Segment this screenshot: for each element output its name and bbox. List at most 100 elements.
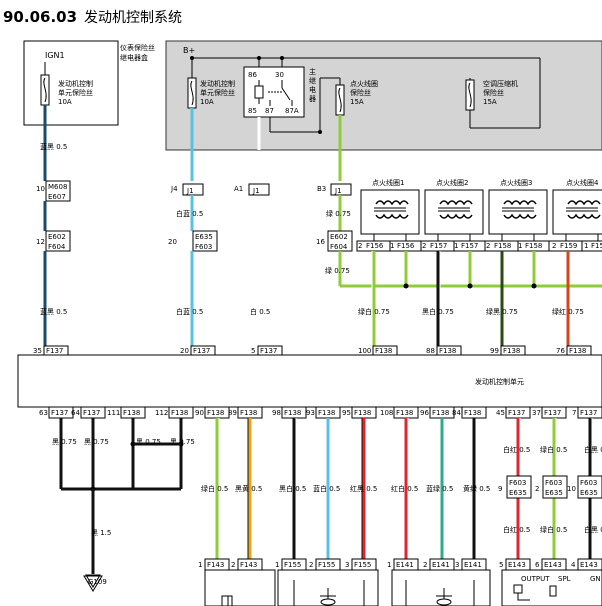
wire-label-bluebk-2: 蓝黑 0.5: [40, 307, 67, 316]
ecu-bottom-pin-num: 98: [272, 409, 281, 417]
component-pin-num: 2: [423, 561, 427, 569]
component-pin-num: 6: [535, 561, 540, 569]
wire-label-gnd2: 黑 0.75: [84, 438, 109, 446]
ecu-top-pin-num: 99: [490, 347, 499, 355]
coil2-pin-1: 1: [454, 242, 458, 250]
coil4-label: 点火线圈4: [566, 178, 599, 187]
wire-label-w37b: 绿白 0.5: [540, 525, 567, 534]
ign-fuse-box: [23, 40, 119, 126]
wire-label-gnd4: 黑 0.75: [170, 438, 195, 446]
split2-a: F603: [545, 479, 562, 487]
component-pin-conn: F155: [354, 561, 371, 569]
ignition-coils: 点火线圈1 点火线圈2 点火线圈3 点火线圈4: [372, 178, 599, 187]
coil3-pin-1: 1: [518, 242, 522, 250]
component-pin-conn: E141: [464, 561, 482, 569]
ecu-top-pin-conn: F137: [260, 347, 277, 355]
fuse-ac-name-2: 保险丝: [483, 88, 504, 97]
bplus-label: B+: [183, 46, 195, 55]
conn-c2-a: E602: [48, 233, 66, 241]
split3-pin: 10: [567, 485, 576, 493]
ecu-top-pin-conn: F138: [439, 347, 456, 355]
conn-c1-a: M608: [48, 183, 67, 191]
output-label: OUTPUT: [521, 575, 550, 583]
spl-label: SPL: [558, 575, 571, 583]
coil3-conn-a: F158: [494, 242, 511, 250]
ecu-top-pin-conn: F138: [375, 347, 392, 355]
relay-label-4: 器: [309, 95, 316, 103]
component-pin-num: 4: [571, 561, 576, 569]
fuse-box-label-1: 仪表保险丝: [120, 43, 155, 52]
relay-pin-86: 86: [248, 71, 257, 79]
conn-a1-box: J1: [252, 187, 260, 195]
relay-label-1: 主: [309, 67, 316, 76]
fuse-box-label-2: 继电器盒: [120, 53, 148, 62]
component-pin-num: 3: [345, 561, 349, 569]
relay-pin-87a: 87A: [285, 107, 299, 115]
ecu-bottom-pin-conn: F138: [240, 409, 257, 417]
wire-label-w93: 蓝白 0.5: [313, 484, 340, 493]
coil1-symbol: [360, 189, 420, 235]
page-title: 发动机控制系统: [84, 10, 182, 26]
ecu-top-pin-num: 20: [180, 347, 189, 355]
engine-control-unit: [17, 354, 602, 408]
ecu-bottom-pin-num: 96: [420, 409, 429, 417]
component-pin-num: 2: [309, 561, 313, 569]
ecu-bottom-pin-conn: F138: [284, 409, 301, 417]
ground-symbol: [85, 574, 101, 588]
coil3-pin-2: 2: [486, 242, 490, 250]
coil4-conn-b-box: [581, 240, 602, 252]
wire-label-coil3: 绿黑 0.75: [486, 307, 518, 316]
fuse-ecu-name-2: 单元保险丝: [200, 88, 235, 97]
ecu-bottom-pin-num: 84: [452, 409, 461, 417]
ecu-top-pin-conn: F137: [193, 347, 210, 355]
coil4-symbol: [552, 189, 602, 235]
wire-label-w95: 红黑 0.5: [350, 484, 377, 493]
wire-label-gnd-main: 黑 1.5: [91, 529, 111, 537]
conn-c3-pin: 20: [168, 238, 177, 246]
ecu-bottom-pin-num: 89: [228, 409, 237, 417]
coil2-pin-2: 2: [422, 242, 426, 250]
coil1-label: 点火线圈1: [372, 178, 404, 187]
ground-point-label: G109: [88, 578, 107, 586]
ecu-bottom-pin-num: 108: [380, 409, 393, 417]
fuse-ign-name-2: 单元保险丝: [58, 88, 93, 97]
split1-b: E635: [509, 489, 527, 497]
fuse-coil-rating: 15A: [350, 98, 364, 106]
sensor-f143: [204, 569, 276, 606]
wire-label-w37a: 绿白 0.5: [540, 445, 567, 454]
coil3-label: 点火线圈3: [500, 178, 532, 187]
ecu-top-pin-num: 88: [426, 347, 435, 355]
ecu-top-pin-conn: F138: [569, 347, 586, 355]
component-pin-num: 1: [387, 561, 391, 569]
conn-c2-b: F604: [48, 243, 66, 251]
ecu-bottom-pin-conn: F138: [432, 409, 449, 417]
ecu-top-pin-conn: F137: [46, 347, 63, 355]
coil4-conn-b: F159: [591, 242, 602, 250]
ecu-bottom-pin-num: 112: [155, 409, 168, 417]
wire-label-green-1: 绿 0.75: [326, 209, 351, 218]
ecu-label: 发动机控制单元: [475, 377, 524, 386]
ecu-bottom-pin-num: 64: [71, 409, 80, 417]
ecu-bottom-pin-conn: F138: [354, 409, 371, 417]
wire-label-w108: 红白 0.5: [391, 484, 418, 493]
component-pin-conn: F143: [207, 561, 224, 569]
split-conn-1: [506, 475, 532, 499]
fuse-coil-name-2: 保险丝: [350, 88, 371, 97]
split3-a: F603: [580, 479, 597, 487]
relay-pin-87: 87: [265, 107, 274, 115]
ecu-bottom-pin-conn: F137: [508, 409, 525, 417]
coil1-pin-2: 2: [358, 242, 362, 250]
coil4-conn-a: F159: [560, 242, 577, 250]
component-pin-conn: F143: [240, 561, 257, 569]
conn-j4-pin: J4: [170, 185, 178, 193]
ecu-bottom-pin-num: 90: [195, 409, 204, 417]
split1-pin: 9: [498, 485, 502, 493]
component-pin-conn: E143: [544, 561, 562, 569]
ecu-bottom-pin-conn: F138: [171, 409, 188, 417]
coil1-pin-1: 1: [390, 242, 394, 250]
ecu-bottom-pin-conn: F137: [580, 409, 597, 417]
relay-label-3: 电: [309, 85, 316, 94]
ecu-bottom-pin-conn: F138: [123, 409, 140, 417]
